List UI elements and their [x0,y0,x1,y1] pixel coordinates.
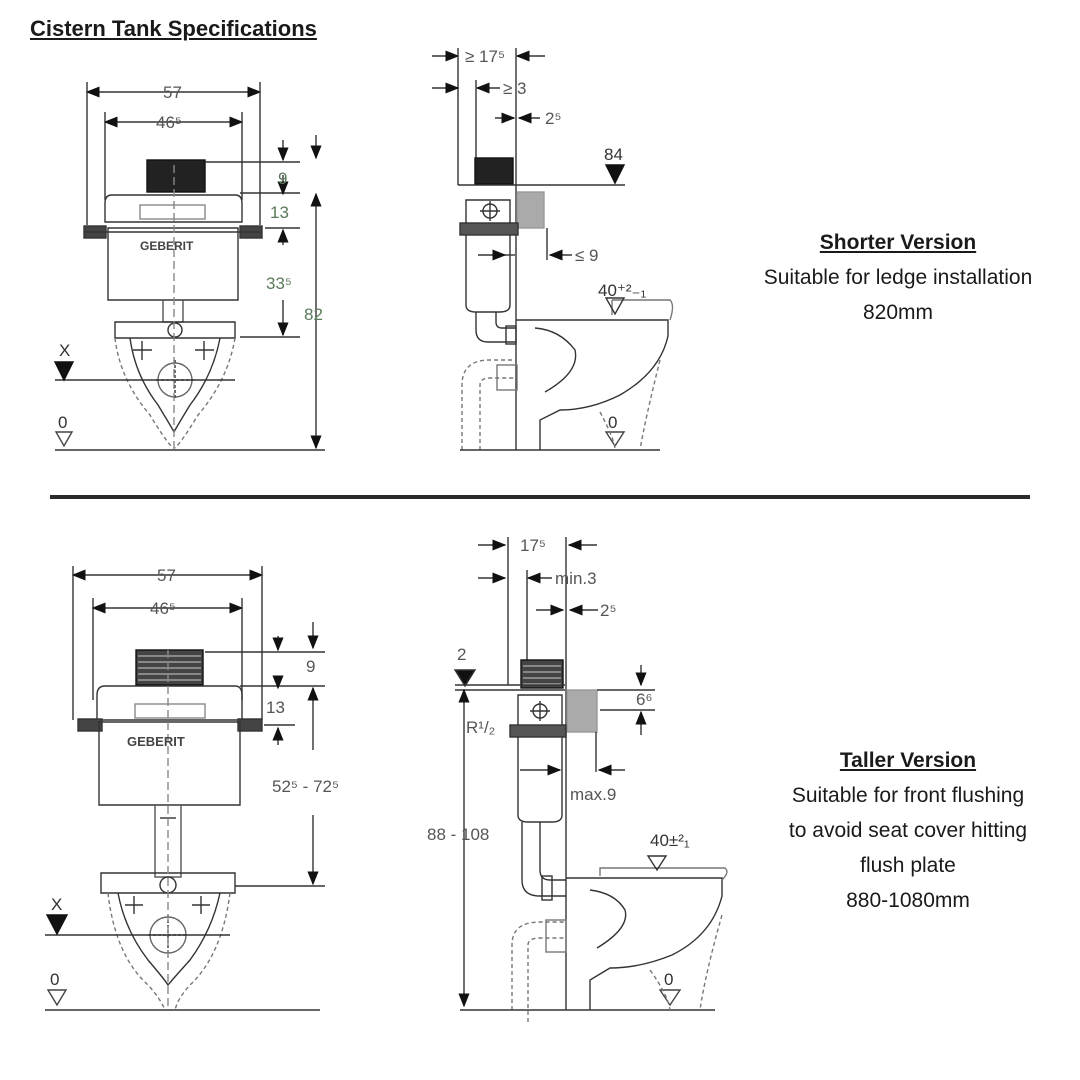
taller-side-view [453,537,728,1022]
taller-front-dim-9: 9 [306,657,315,676]
shorter-front-width-57: 57 [163,83,182,102]
shorter-front-width-46: 46⁵ [156,113,182,132]
shorter-version-heading: Shorter Version [819,231,977,254]
taller-side-dim-40: 40±²₁ [650,831,690,850]
taller-front-width-57: 57 [157,566,176,585]
shorter-side-dim-40: 40⁺²₋₁ [598,281,647,300]
shorter-front-zero: 0 [58,413,67,432]
taller-side-dim-25: 2⁵ [600,601,617,620]
shorter-side-dim-25: 2⁵ [545,109,562,128]
shorter-side-dim-3: ≥ 3 [503,79,527,98]
taller-side-dim-max9: max.9 [570,785,616,804]
section-divider [50,495,1030,499]
taller-geberit-logo: GEBERIT [127,734,185,749]
taller-side-dim-range: 88 - 108 [427,825,489,844]
shorter-geberit-logo: GEBERIT [140,239,194,253]
shorter-front-dim-13: 13 [270,203,289,222]
taller-front-x-label: X [51,895,62,914]
taller-version-desc-3: flush plate [860,854,956,877]
taller-side-dim-min3: min.3 [555,569,597,588]
page-title: Cistern Tank Specifications [30,16,317,41]
shorter-front-height-82: 82 [304,305,323,324]
taller-side-zero: 0 [664,970,673,989]
shorter-version-height: 820mm [862,301,934,324]
taller-side-dim-66: 6⁶ [636,690,652,709]
taller-version-heading: Taller Version [839,749,977,772]
taller-front-dim-range: 52⁵ - 72⁵ [272,777,339,796]
shorter-side-dim-84: 84 [604,145,623,164]
taller-version-desc-2: to avoid seat cover hitting [788,819,1028,842]
shorter-side-dim-9: ≤ 9 [575,246,599,265]
shorter-version-block: Shorter Version Suitable for ledge insta… [718,225,1078,330]
taller-version-desc-1: Suitable for front flushing [791,784,1025,807]
taller-side-dim-2: 2 [457,645,466,664]
shorter-front-x-label: X [59,341,70,360]
shorter-side-view [432,48,674,451]
shorter-side-dim-175: ≥ 17⁵ [465,47,505,66]
shorter-front-dim-33: 33⁵ [266,274,292,293]
shorter-front-view [53,82,325,451]
taller-version-block: Taller Version Suitable for front flushi… [728,743,1080,918]
shorter-version-desc: Suitable for ledge installation [763,266,1033,289]
taller-version-height: 880-1080mm [846,889,970,912]
taller-front-dim-13: 13 [266,698,285,717]
taller-side-dim-175: 17⁵ [520,536,546,555]
shorter-side-zero: 0 [608,413,617,432]
taller-front-width-46: 46⁵ [150,599,176,618]
taller-front-zero: 0 [50,970,59,989]
taller-front-view [45,566,325,1011]
shorter-front-dim-9: 9 [278,169,287,188]
taller-side-dim-r12: R¹/₂ [466,718,495,737]
